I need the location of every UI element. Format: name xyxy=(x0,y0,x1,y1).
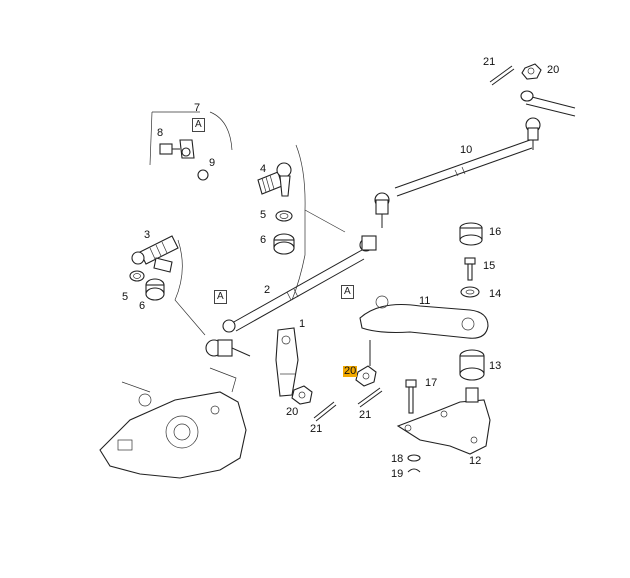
callout-21-right: 21 xyxy=(359,409,372,421)
callout-20-top: 20 xyxy=(547,64,560,76)
callout-12: 12 xyxy=(469,455,482,467)
idler-bracket-12 xyxy=(396,387,491,455)
bush-13 xyxy=(459,349,485,381)
seal-5-lower xyxy=(129,270,145,282)
tie-rod-end-left xyxy=(205,339,251,357)
upper-right-link xyxy=(520,90,576,117)
nut-20-mid xyxy=(291,385,313,405)
callout-4: 4 xyxy=(260,163,267,175)
callout-6-lower: 6 xyxy=(139,300,146,312)
bolt-17 xyxy=(405,379,417,414)
nut-20-top xyxy=(521,63,542,80)
callout-18: 18 xyxy=(391,453,404,465)
tie-rod-10 xyxy=(394,117,541,197)
ball-joint-4 xyxy=(257,162,292,197)
callout-17: 17 xyxy=(425,377,438,389)
marker-a-center: A xyxy=(341,285,354,299)
clip-19 xyxy=(407,468,421,473)
callout-19: 19 xyxy=(391,468,404,480)
ball-joint-3 xyxy=(131,235,179,273)
callout-8: 8 xyxy=(157,127,164,139)
bush-6-upper xyxy=(273,233,295,255)
bracket-group-3-lines xyxy=(174,239,206,336)
pitman-arm-1 xyxy=(275,327,299,397)
drag-link-2 xyxy=(222,235,377,333)
bush-6-lower xyxy=(145,278,165,301)
pitman-pivot xyxy=(374,192,390,228)
marker-a-group-7: A xyxy=(192,118,205,132)
callout-9: 9 xyxy=(209,157,216,169)
washer-18 xyxy=(407,454,421,462)
cotter-pin-21-right xyxy=(357,387,383,408)
callout-21-mid: 21 xyxy=(310,423,323,435)
callout-5-upper: 5 xyxy=(260,209,267,221)
callout-15: 15 xyxy=(483,260,496,272)
callout-21-top: 21 xyxy=(483,56,496,68)
callout-1: 1 xyxy=(299,318,306,330)
nut-20-center xyxy=(355,340,377,387)
cotter-pin-21-top xyxy=(489,65,515,86)
bracket-group-7 xyxy=(149,111,233,181)
bolt-15 xyxy=(464,257,476,281)
marker-a-left: A xyxy=(214,290,227,304)
callout-3: 3 xyxy=(144,229,151,241)
washer-14 xyxy=(460,286,480,298)
callout-11: 11 xyxy=(419,295,431,307)
seal-5-upper xyxy=(275,210,293,222)
steering-gearbox xyxy=(99,367,247,479)
callout-7: 7 xyxy=(194,102,201,114)
callout-6-upper: 6 xyxy=(260,234,267,246)
callout-5-lower: 5 xyxy=(122,291,129,303)
callout-16: 16 xyxy=(489,226,502,238)
idler-arm-11 xyxy=(359,295,489,339)
cap-16 xyxy=(459,222,483,246)
bracket-group-4-6 xyxy=(291,144,346,301)
callout-20-mid: 20 xyxy=(286,406,299,418)
callout-13: 13 xyxy=(489,360,502,372)
callout-14: 14 xyxy=(489,288,502,300)
cotter-pin-21-mid xyxy=(313,401,337,422)
callout-10: 10 xyxy=(460,144,473,156)
callout-2: 2 xyxy=(264,284,271,296)
callout-20-highlighted: 20 xyxy=(343,365,358,377)
